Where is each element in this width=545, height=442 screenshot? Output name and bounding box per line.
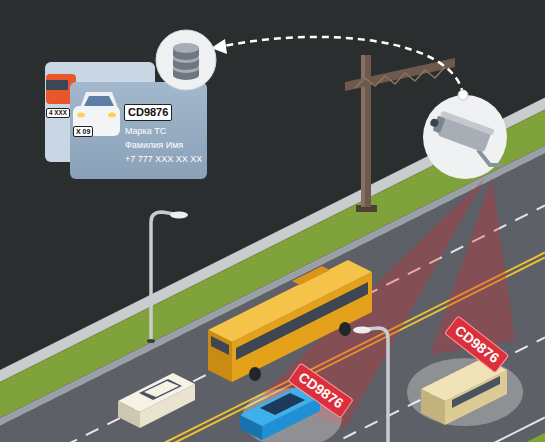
car-body xyxy=(118,373,195,412)
detection-spot xyxy=(407,358,523,426)
streetlight-head xyxy=(353,327,371,334)
wheel xyxy=(249,367,261,381)
camera-lens xyxy=(429,118,439,128)
car-window xyxy=(260,393,305,415)
streetlight-head xyxy=(170,212,188,219)
record-card xyxy=(70,82,207,179)
streetlight xyxy=(151,212,174,340)
bus-front xyxy=(208,330,232,382)
camera-icon xyxy=(427,108,495,153)
bus-roof-unit xyxy=(292,266,330,285)
server-circle xyxy=(156,30,216,90)
bus-window xyxy=(211,336,229,355)
streetlight xyxy=(368,328,388,442)
road xyxy=(0,154,545,442)
record-card: X 09 CD9876Марка ТС Фамилия Имя +7 777 XXX … xyxy=(70,82,207,179)
car-picture xyxy=(84,96,114,106)
card-field: +7 777 XXX XX XX xyxy=(125,155,202,165)
gantry-lattice xyxy=(355,67,445,88)
camera-mount xyxy=(478,150,502,165)
data-flow-arrow xyxy=(224,37,463,95)
camera-hood xyxy=(440,111,495,136)
car-picture xyxy=(80,92,118,108)
car-picture xyxy=(46,80,68,90)
arrow-start-dot xyxy=(458,90,468,100)
camera-circle xyxy=(423,95,507,179)
car-window xyxy=(452,376,500,408)
car-body xyxy=(240,415,262,440)
car-picture xyxy=(77,113,85,118)
wheel xyxy=(339,322,351,336)
car-picture xyxy=(108,113,116,118)
car-roof xyxy=(144,381,179,397)
lane-marking xyxy=(0,206,545,442)
streetlight-base xyxy=(147,339,155,343)
bus-window xyxy=(236,282,368,360)
car-window xyxy=(139,379,182,400)
plate-number: 4 XXX xyxy=(46,108,70,118)
car-body xyxy=(118,401,140,428)
card-field: Марка ТС xyxy=(125,127,166,137)
plate-number: CD9876 xyxy=(124,104,172,121)
plate-number: X 09 xyxy=(73,126,93,137)
card-field: Фамилия Имя xyxy=(125,141,183,151)
car-body xyxy=(421,389,445,425)
car-picture xyxy=(73,106,120,136)
server-disk xyxy=(173,43,199,53)
